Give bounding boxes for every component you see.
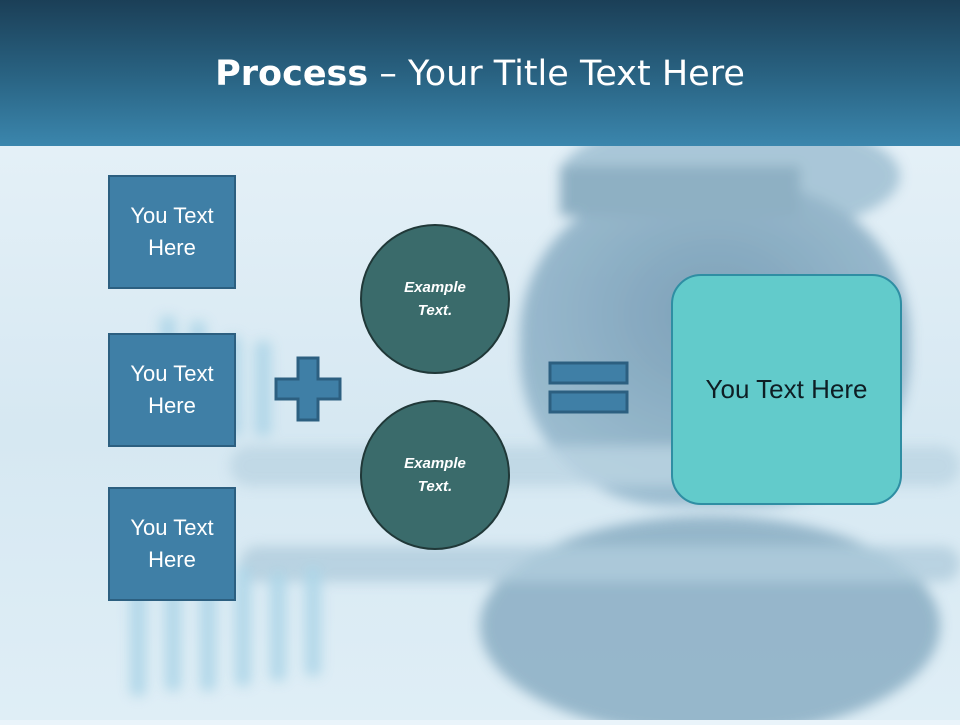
result-label: You Text Here: [705, 374, 868, 404]
title-bar: Process – Your Title Text Here: [0, 0, 960, 146]
input-box-1[interactable]: You Text Here: [108, 175, 236, 289]
plus-icon: [274, 356, 342, 422]
example-circle-label: Example Text.: [404, 455, 466, 495]
input-box-2[interactable]: You Text Here: [108, 333, 236, 447]
example-circle-1[interactable]: Example Text.: [360, 224, 510, 374]
title-bold-part: Process: [215, 54, 369, 94]
result-box[interactable]: You Text Here: [671, 274, 902, 505]
input-box-3[interactable]: You Text Here: [108, 487, 236, 601]
slide-title: Process – Your Title Text Here: [0, 50, 960, 98]
title-rest-part: – Your Title Text Here: [368, 54, 745, 94]
example-circle-2[interactable]: Example Text.: [360, 400, 510, 550]
input-box-label: You Text Here: [130, 361, 214, 418]
input-box-label: You Text Here: [130, 203, 214, 260]
equals-icon: [548, 361, 629, 414]
example-circle-label: Example Text.: [404, 279, 466, 319]
input-box-label: You Text Here: [130, 515, 214, 572]
